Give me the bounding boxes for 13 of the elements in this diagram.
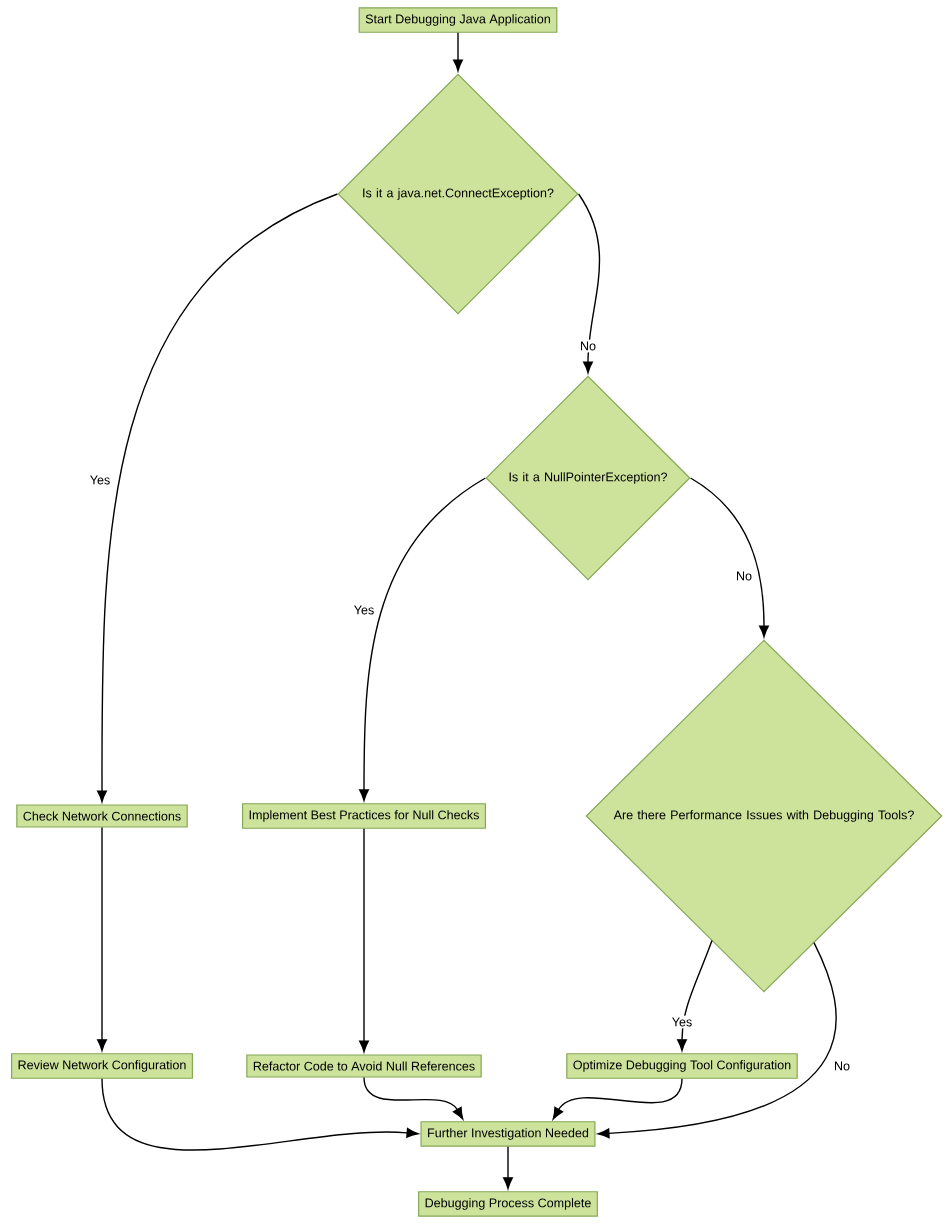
arrow	[359, 828, 369, 1053]
arrow	[363, 1076, 464, 1120]
arrow	[359, 477, 487, 802]
arrow	[101, 1078, 419, 1151]
arrow	[689, 477, 769, 638]
arrow	[577, 193, 601, 374]
arrow	[97, 826, 107, 1052]
arrow	[597, 941, 837, 1139]
arrow	[677, 939, 713, 1052]
arrow	[97, 193, 339, 803]
arrow	[552, 1078, 683, 1120]
arrow	[503, 1146, 513, 1190]
arrow	[453, 32, 463, 72]
